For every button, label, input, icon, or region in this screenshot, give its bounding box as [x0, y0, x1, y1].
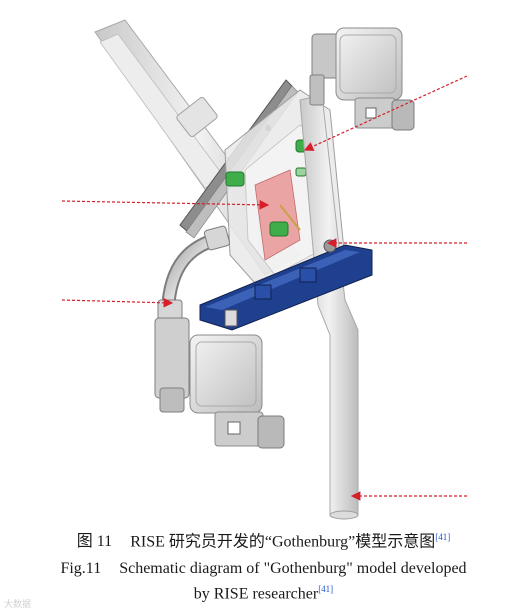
flexible-hose: [157, 225, 231, 321]
caption-english-line-2: by RISE researcher[41]: [0, 585, 527, 602]
lower-solenoid-valve: [154, 317, 285, 449]
caption-chinese-figure-number: 图 11: [76, 533, 113, 551]
arrow-lower-left: [61, 297, 174, 308]
gothenburg-model-illustration: [61, 19, 468, 520]
caption-english-text-line-2: by RISE researcher: [193, 585, 319, 603]
arrow-mid-left: [61, 200, 270, 210]
caption-english-text-line-1: Schematic diagram of "Gothenburg" model …: [119, 560, 467, 577]
indicator-arrows: [61, 75, 468, 501]
caption-chinese: 图 11 RISE 研究员开发的“Gothenburg”模型示意图[41]: [0, 533, 527, 550]
watermark: 大数据: [4, 600, 32, 610]
outlet-tube: [299, 94, 359, 520]
caption-chinese-reference[interactable]: [41]: [435, 532, 451, 542]
caption-english-reference[interactable]: [41]: [318, 584, 334, 594]
caption-english-line-1: Fig.11 Schematic diagram of "Gothenburg" …: [0, 561, 527, 577]
caption-chinese-text: RISE 研究员开发的“Gothenburg”模型示意图: [130, 533, 436, 551]
upper-solenoid-valve: [309, 27, 415, 131]
caption-english-figure-number: Fig.11: [60, 560, 102, 577]
